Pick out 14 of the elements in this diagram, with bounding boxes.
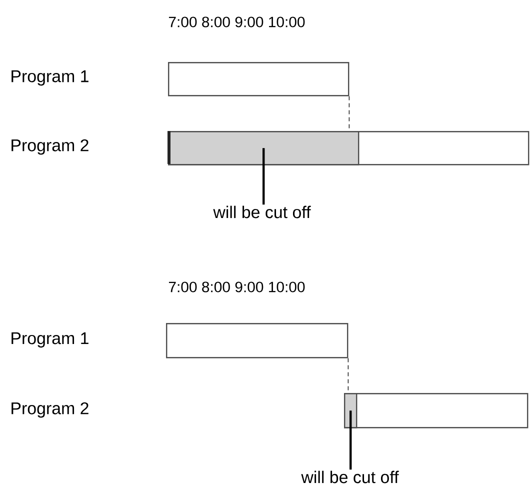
program-label: Program 2: [12, 139, 88, 155]
cut-off-segment: [344, 393, 358, 428]
program-bar: [166, 323, 348, 358]
cut-off-segment: [168, 131, 360, 166]
leader-line: [350, 410, 352, 470]
callout-text: will be cut off: [301, 470, 399, 484]
leader-line: [262, 148, 265, 205]
program-label: Program 2: [12, 402, 88, 418]
program-label: Program 1: [12, 70, 88, 86]
callout-text: will be cut off: [213, 206, 311, 218]
time-scale-label: 7:00 8:00 9:00 10:00: [168, 282, 305, 292]
program-label: Program 1: [12, 332, 88, 348]
time-scale-label: 7:00 8:00 9:00 10:00: [168, 16, 305, 28]
program-bar: [168, 62, 350, 96]
